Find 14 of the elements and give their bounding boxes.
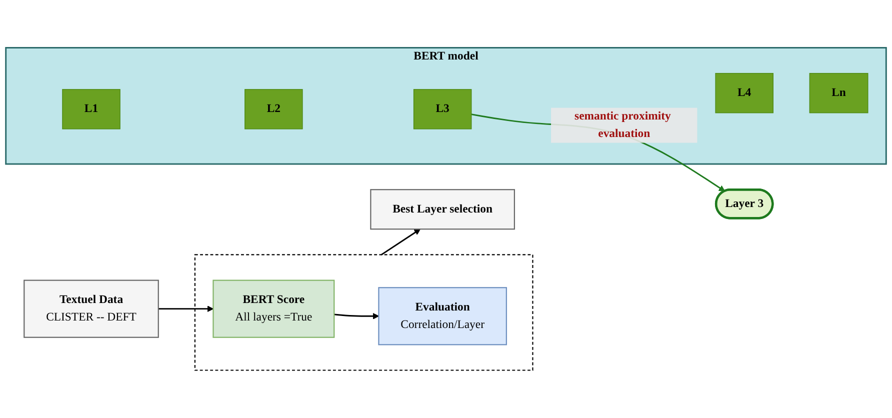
node-box: L2 <box>244 89 303 130</box>
cluster <box>194 254 534 371</box>
edge-label: semantic proximity evaluation <box>574 110 671 140</box>
node-box: L3 <box>413 89 472 130</box>
node-box: BERT Score All layers =True <box>212 280 335 338</box>
node-box: Evaluation Correlation/Layer <box>378 287 507 346</box>
arrow <box>380 228 421 256</box>
node-box: L4 <box>715 72 774 114</box>
arrow <box>158 306 214 312</box>
node-box: Textuel Data CLISTER -- DEFT <box>24 280 159 338</box>
node-box: Best Layer selection <box>370 189 515 230</box>
node-box: L1 <box>62 89 120 130</box>
node-box: Ln <box>809 72 868 114</box>
arrow <box>334 312 379 320</box>
